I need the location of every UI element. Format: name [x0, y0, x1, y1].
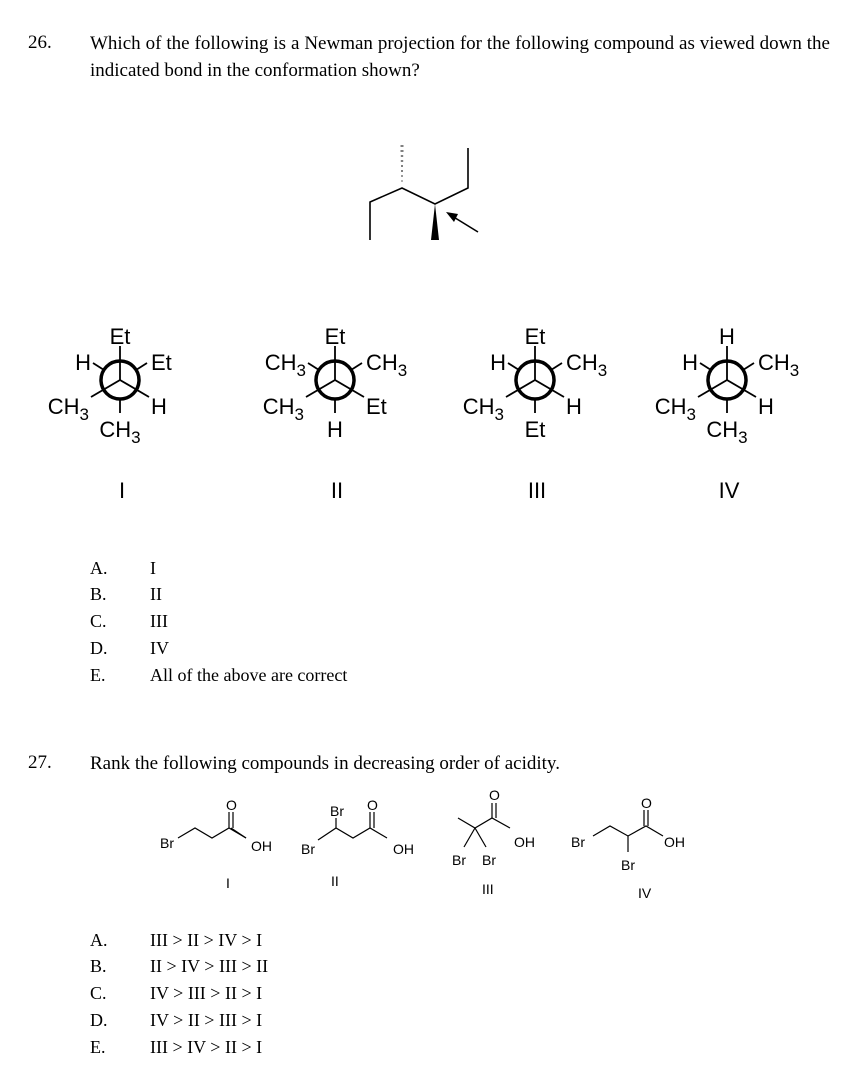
option-letter: E.	[90, 1037, 106, 1057]
back-bottom-substituent: Et	[525, 417, 546, 442]
option-letter: D.	[90, 638, 108, 658]
compound-ii-br-substituent: Br	[330, 803, 344, 819]
compound-iv-roman: IV	[638, 885, 652, 901]
option-text: II	[150, 584, 162, 604]
option-text: IV > II > III > I	[150, 1010, 263, 1030]
back-bottom-substituent: H	[327, 417, 343, 442]
compound-i-oh: OH	[251, 838, 272, 854]
skeletal-structure-q26	[369, 145, 479, 240]
front-bottom-left-substituent: CH3	[263, 394, 304, 424]
back-upper-right-substituent: CH3	[758, 350, 799, 380]
option-text: II > IV > III > II	[150, 956, 269, 976]
option-letter: B.	[90, 584, 107, 604]
front-top-substituent: H	[719, 324, 735, 349]
hashed-wedge	[400, 145, 404, 182]
compound-i-o: O	[226, 797, 237, 813]
projection-roman-numeral: III	[528, 478, 546, 503]
question-26-text: Which of the following is a Newman proje…	[90, 33, 830, 81]
back-upper-right-substituent: CH3	[366, 350, 407, 380]
projection-roman-numeral: II	[331, 478, 343, 503]
carbon-chain	[369, 148, 469, 240]
newman-projection-1	[90, 346, 150, 413]
projection-roman-numeral: IV	[719, 478, 740, 503]
arrow-head-icon	[446, 212, 458, 222]
option-text: IV	[150, 638, 169, 658]
compound-iii-o: O	[489, 790, 500, 803]
question-27-text: Rank the following compounds in decreasi…	[90, 753, 560, 774]
back-upper-left-substituent: CH3	[265, 350, 306, 380]
option-text: I	[150, 558, 156, 578]
option-letter: D.	[90, 1010, 108, 1030]
option-letter: C.	[90, 983, 107, 1003]
question-26-number: 26.	[28, 32, 52, 53]
front-bottom-left-substituent: CH3	[655, 394, 696, 424]
compound-ii-skeleton	[317, 812, 388, 841]
newman-projection-4	[697, 346, 757, 413]
compound-ii-br-chain: Br	[301, 841, 315, 857]
back-upper-left-substituent: H	[490, 350, 506, 375]
option-letter: A.	[90, 930, 108, 950]
front-bottom-left-substituent: CH3	[463, 394, 504, 424]
front-top-substituent: Et	[525, 324, 546, 349]
front-bottom-right-substituent: H	[151, 394, 167, 419]
option-text: III > II > IV > I	[150, 930, 263, 950]
front-bottom-right-substituent: Et	[366, 394, 387, 419]
compound-iv-br-substituent: Br	[621, 857, 635, 873]
option-letter: B.	[90, 956, 107, 976]
compound-iii-br-left: Br	[452, 852, 466, 868]
back-upper-left-substituent: H	[75, 350, 91, 375]
compound-iii-oh: OH	[514, 834, 535, 850]
compound-i-skeleton	[177, 812, 247, 839]
projection-roman-numeral: I	[119, 478, 125, 503]
compound-iv-o: O	[641, 795, 652, 811]
compound-iii-roman: III	[482, 881, 494, 897]
back-bottom-substituent: CH3	[706, 417, 747, 447]
front-top-substituent: Et	[110, 324, 131, 349]
compound-iii-skeleton	[457, 803, 511, 848]
compound-i-roman: I	[226, 875, 230, 891]
compound-iv-br-chain: Br	[571, 834, 585, 850]
compound-iv-oh: OH	[664, 834, 685, 850]
back-bottom-substituent: CH3	[99, 417, 140, 447]
option-letter: C.	[90, 611, 107, 631]
compound-i-br: Br	[160, 835, 174, 851]
newman-projection-2	[305, 346, 365, 413]
compound-ii-o: O	[367, 797, 378, 813]
back-upper-left-substituent: H	[682, 350, 698, 375]
option-letter: A.	[90, 558, 108, 578]
option-text: IV > III > II > I	[150, 983, 263, 1003]
solid-wedge	[431, 204, 439, 240]
newman-projection-3	[505, 346, 565, 413]
front-bottom-right-substituent: H	[566, 394, 582, 419]
option-text: All of the above are correct	[150, 665, 348, 685]
compound-iv-skeleton	[592, 810, 664, 852]
back-upper-right-substituent: Et	[151, 350, 172, 375]
compound-ii-roman: II	[331, 873, 339, 889]
option-text: III	[150, 611, 168, 631]
acidity-compounds: Br OH O I Br Br OH O II Br Br OH O III B…	[160, 790, 685, 901]
compound-ii-oh: OH	[393, 841, 414, 857]
front-top-substituent: Et	[325, 324, 346, 349]
indicated-bond-arrow	[451, 215, 479, 233]
front-bottom-left-substituent: CH3	[48, 394, 89, 424]
back-upper-right-substituent: CH3	[566, 350, 607, 380]
compound-iii-br-right: Br	[482, 852, 496, 868]
front-bottom-right-substituent: H	[758, 394, 774, 419]
question-27-number: 27.	[28, 752, 52, 773]
option-letter: E.	[90, 665, 106, 685]
option-text: III > IV > II > I	[150, 1037, 263, 1057]
